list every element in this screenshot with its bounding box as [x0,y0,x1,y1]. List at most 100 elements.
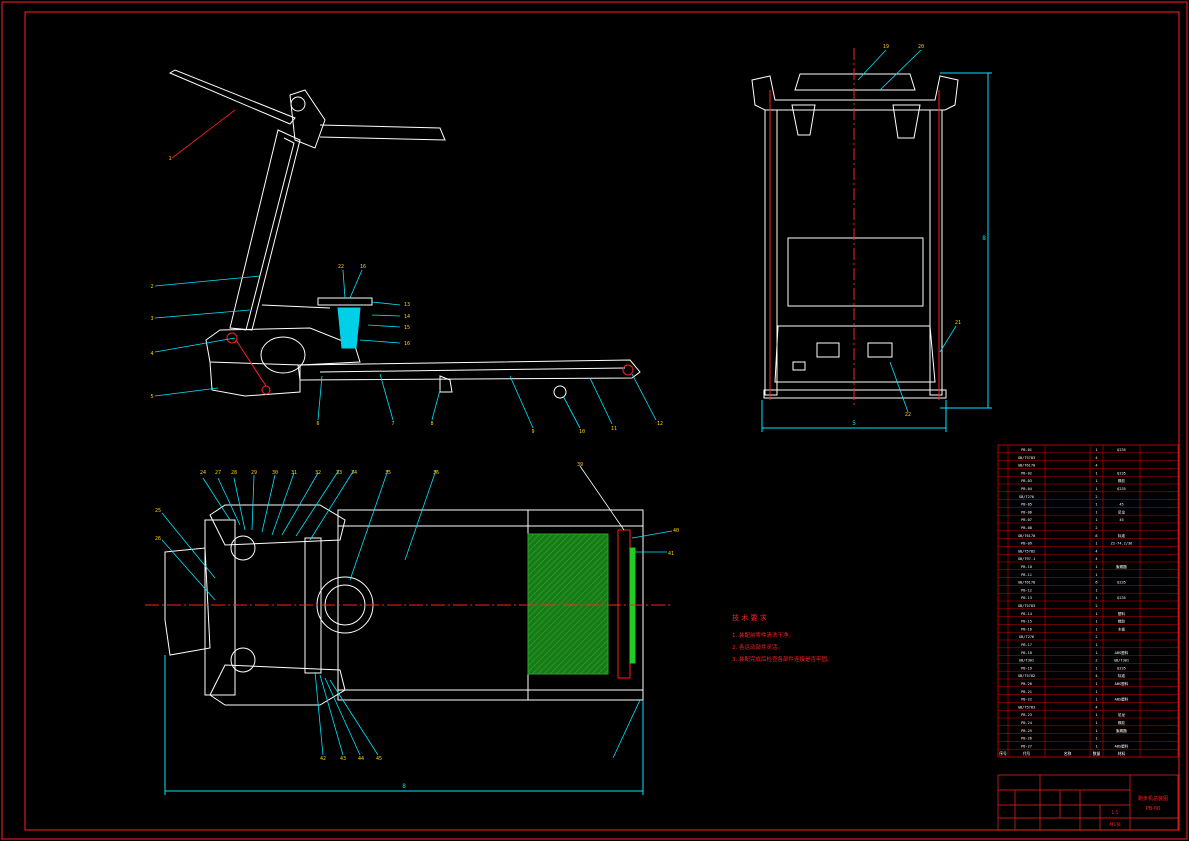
top-view-leaders [161,465,673,759]
side-balloon-label: 22 [338,264,344,270]
bom-cell-qty: 1 [1095,448,1097,452]
bom-cell-code: PB-21 [1021,690,1032,694]
hatch-line [527,585,609,667]
bom-cell-material: 塑料 [1118,611,1126,616]
bom-cell-code: PB-20 [1021,682,1032,686]
bom-cell-qty: 1 [1095,698,1097,702]
bom-cell-qty: 4 [1095,557,1097,561]
bom-cell-code: PB-03 [1021,479,1032,483]
hatch-line [527,555,609,637]
bom-cell-code: GB/T5782 [1018,674,1035,678]
armrest-tray [319,124,446,141]
bom-cell-code: GB/T6170 [1018,464,1035,468]
bom-cell-code: PB-04 [1021,487,1032,491]
top-balloon-label: 39 [577,462,583,468]
hatch-line [527,533,595,601]
hatch-line [527,533,607,613]
bom-cell-qty: 1 [1095,518,1097,522]
upright-post [229,129,301,331]
side-balloon-label: 11 [611,426,617,432]
bom-cell-code: PB-07 [1021,518,1032,522]
bom-cell-code: PB-25 [1021,729,1032,733]
top-balloon-label: 35 [385,470,391,476]
bom-cell-qty: 1 [1095,565,1097,569]
side-balloon-label: 12 [657,421,663,427]
note-3: 3. 装配完成后检查各部件连接是否牢固。 [732,655,833,663]
top-view [145,504,670,795]
bom-cell-qty: 1 [1095,510,1097,514]
hatch-line [549,615,609,675]
hatch-line [567,633,609,675]
side-balloon-label: 5 [150,394,153,400]
bom-cell-material: 木板 [1118,626,1126,631]
bom-cell-qty: 4 [1095,674,1097,678]
hatch-line [527,579,609,661]
bom-cell-material: ABS塑料 [1115,743,1129,748]
bom-cell-code: PB-17 [1021,643,1032,647]
top-balloon-label: 29 [251,470,257,476]
hatch-line [527,533,571,577]
bom-cell-code: GB/T5782 [1018,549,1035,553]
bom-cell-material: 标准 [1118,673,1126,678]
side-balloon-label: 2 [150,284,153,290]
bom-cell-code: PB-13 [1021,596,1032,600]
side-balloon-label: 15 [404,325,410,331]
bom-cell-qty: 1 [1095,487,1097,491]
front-balloon-label: 22 [905,412,911,418]
hatch-line [597,663,609,675]
bom-cell-qty: 1 [1095,651,1097,655]
side-balloon-label: 16 [360,264,366,270]
bom-cell-code: GB/T5783 [1018,604,1035,608]
hatch-line [573,639,609,675]
bom-cell-material: 45 [1119,518,1123,522]
bom-cell-qty: 8 [1095,534,1097,538]
bom-cell-qty: 1 [1095,503,1097,507]
front-handlebar [751,75,959,111]
side-balloon-label: 8 [430,421,433,427]
bom-cell-material: 聚氨酯 [1116,564,1127,569]
console-head [289,89,326,149]
front-base [774,325,936,383]
drawing-title: 跑步机总装图 [1138,795,1168,802]
hatch-line [527,533,535,541]
bom-cell-material: 标准 [1118,533,1126,538]
side-balloon-label: 7 [391,421,394,427]
bom-cell-material: ABS塑料 [1115,650,1129,655]
bom-cell-material: 聚氨酯 [1116,728,1127,733]
handlebar [168,69,296,125]
title-block [997,774,1179,831]
bom-header: 名称 [1064,751,1072,756]
side-balloon-label: 16 [404,341,410,347]
bom-cell-code: PB-26 [1021,737,1032,741]
front-view [751,48,992,432]
top-balloon-label: 27 [215,470,221,476]
bom-cell-material: Q235 [1117,448,1126,452]
bom-cell-code: PB-18 [1021,651,1032,655]
bom-cell-qty: 1 [1095,713,1097,717]
hatch-line [603,669,609,675]
top-balloon-label: 34 [351,470,357,476]
bom-cell-material: ABS塑料 [1115,697,1129,702]
side-balloon-label: 10 [579,429,585,435]
running-deck [297,359,641,381]
bom-cell-code: PB-09 [1021,542,1032,546]
hatch-line [527,533,589,595]
hatch-line [527,533,541,547]
bom-cell-material: 橡胶 [1118,619,1126,624]
bom-cell-qty: 6 [1095,581,1097,585]
bom-cell-qty: 1 [1095,682,1097,686]
hatch-line [591,657,609,675]
front-base-rail [763,389,947,399]
bom-cell-qty: 1 [1095,542,1097,546]
bom-cell-code: PB-06 [1021,510,1032,514]
bom-cell-code: PB-01 [1021,448,1032,452]
bom-cell-material: Q235 [1117,666,1126,670]
front-height-dimension: 8 [982,235,986,242]
bom-cell-qty: 1 [1095,588,1097,592]
bom-cell-code: GB/T5783 [1018,705,1035,709]
side-view-leaders [154,109,657,429]
bom-header: 代号 [1023,751,1031,756]
bom-cell-qty: 1 [1095,737,1097,741]
bom-cell-material: 45 [1119,503,1123,507]
